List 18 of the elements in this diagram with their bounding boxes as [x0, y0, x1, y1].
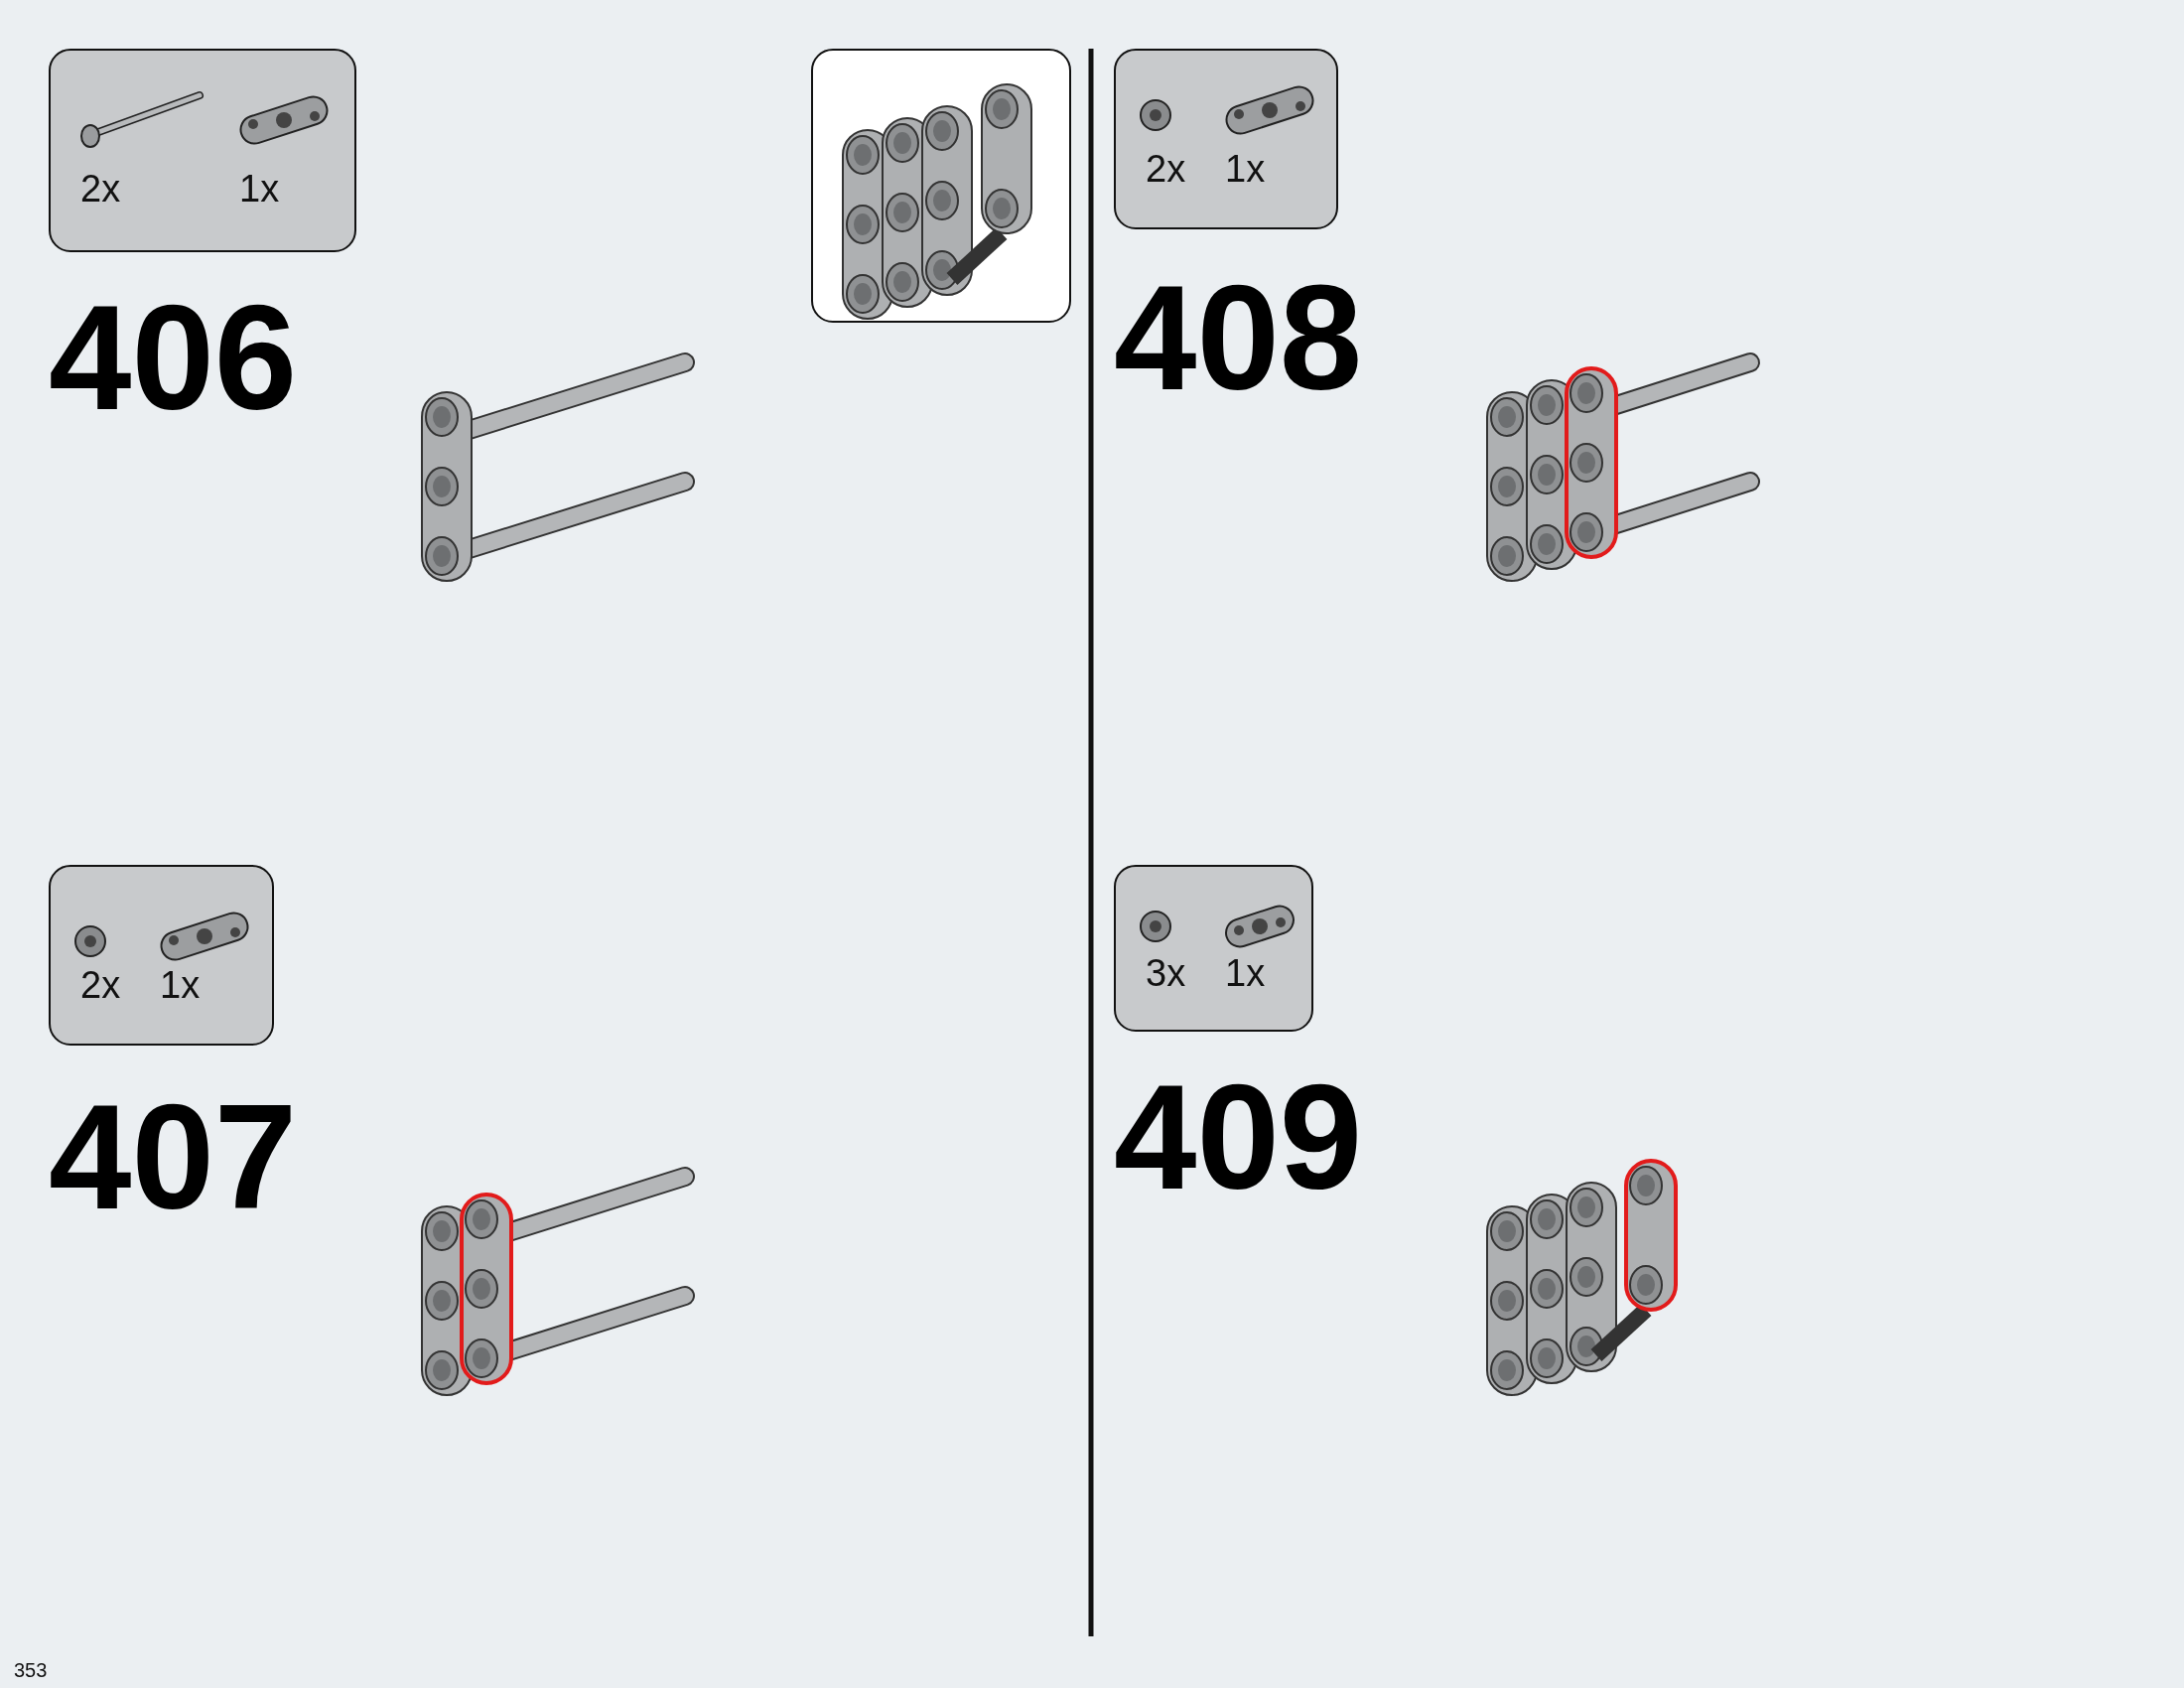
part-quantity: 1x — [1225, 954, 1266, 992]
page-number: 353 — [14, 1660, 48, 1680]
step-number: 408 — [1114, 263, 1363, 412]
part-quantity: 2x — [80, 966, 121, 1004]
step-number: 406 — [49, 283, 298, 432]
part-quantity: 1x — [1225, 150, 1266, 188]
part-quantity: 2x — [1146, 150, 1186, 188]
part-quantity: 3x — [1146, 954, 1186, 992]
part-quantity: 2x — [80, 170, 121, 208]
submodel-callout-box — [811, 49, 1071, 323]
step-number: 407 — [49, 1082, 298, 1231]
parts-list-box — [49, 49, 356, 252]
part-quantity: 1x — [160, 966, 201, 1004]
part-quantity: 1x — [239, 170, 280, 208]
parts-list-box — [1114, 49, 1338, 229]
parts-list-box — [49, 865, 274, 1046]
step-number: 409 — [1114, 1062, 1363, 1211]
parts-list-box — [1114, 865, 1313, 1032]
